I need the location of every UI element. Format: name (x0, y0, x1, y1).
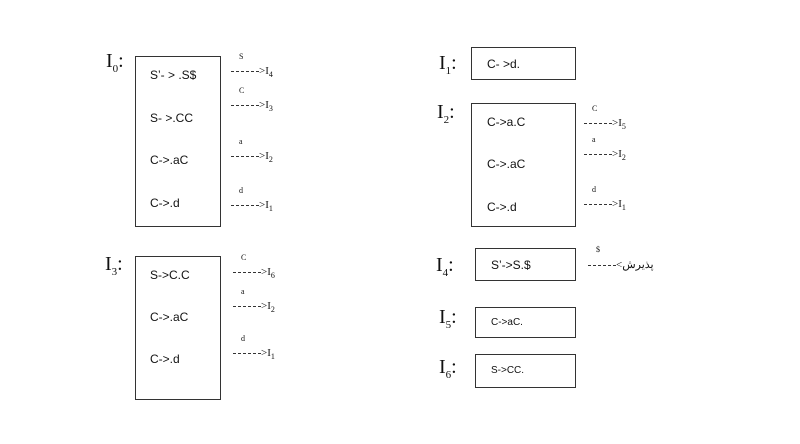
transition-arrow: a>I2 (231, 137, 273, 164)
state-label-i3: I3: (105, 253, 123, 278)
item: C->.aC (487, 157, 526, 171)
item: C->.aC (150, 310, 189, 324)
state-box-i4 (475, 248, 576, 281)
item: S’->S.$ (491, 258, 531, 272)
transition-arrow: S>I4 (231, 52, 273, 79)
state-label-i6: I6: (439, 356, 457, 381)
transition-arrow: a>I2 (233, 287, 275, 314)
state-label-i1: I1: (439, 52, 457, 77)
transition-arrow: a>I2 (584, 135, 626, 162)
state-label-i0: I0: (106, 50, 124, 75)
item: S’- > .S$ (150, 68, 197, 82)
item: C->.d (150, 352, 180, 366)
item: C->aC. (491, 317, 523, 328)
state-box-i3 (135, 256, 221, 400)
transition-arrow-accept: $<پذیرش (588, 245, 654, 271)
transition-arrow: d>I1 (231, 186, 273, 213)
item: C- >d. (487, 57, 521, 71)
state-box-i5 (475, 307, 576, 338)
state-label-i5: I5: (439, 306, 457, 331)
state-box-i6 (475, 354, 576, 388)
state-label-i2: I2: (437, 101, 455, 126)
state-box-i0 (135, 56, 221, 227)
transition-arrow: C>I5 (584, 104, 626, 131)
item: C->.aC (150, 153, 189, 167)
item: S- >.CC (150, 111, 194, 125)
transition-arrow: d>I1 (584, 185, 626, 212)
item: C->a.C (487, 115, 526, 129)
transition-arrow: C>I6 (233, 253, 275, 280)
item: S->C.C (150, 268, 190, 282)
transition-arrow: C>I3 (231, 86, 273, 113)
item: C->.d (487, 200, 517, 214)
state-box-i1 (471, 47, 576, 80)
state-label-i4: I4: (436, 254, 454, 279)
item: S->CC. (491, 365, 525, 376)
item: C->.d (150, 196, 180, 210)
transition-arrow: d>I1 (233, 334, 275, 361)
state-box-i2 (471, 103, 576, 227)
